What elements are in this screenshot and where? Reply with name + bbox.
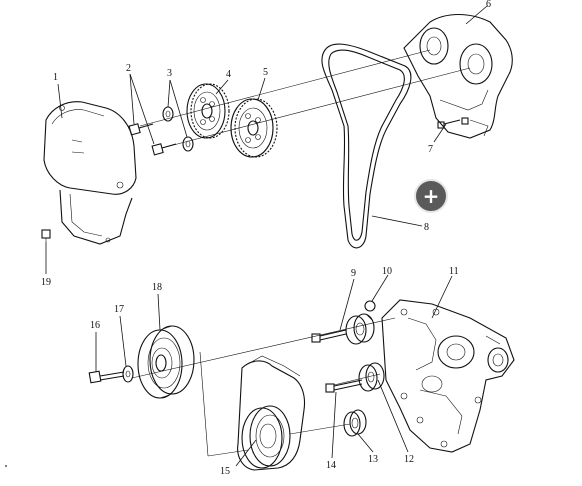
callout-2: 2	[126, 63, 131, 74]
belt-tensioner	[345, 300, 376, 345]
callout-11: 11	[449, 266, 459, 277]
callout-17: 17	[114, 304, 124, 315]
idler-bolt	[325, 379, 363, 393]
lower-timing-cover	[237, 355, 306, 471]
stray-mark	[5, 465, 7, 467]
upper-bolts	[128, 106, 194, 156]
alignment-axes	[131, 49, 471, 457]
upper-timing-cover	[43, 101, 137, 245]
timing-belt	[321, 43, 412, 249]
idler-pulley-lower	[343, 409, 367, 437]
callout-10: 10	[382, 266, 392, 277]
zoom-in-button[interactable]: +	[414, 179, 448, 213]
oil-pump-housing	[381, 299, 515, 453]
callout-1: 1	[53, 72, 58, 83]
rear-timing-cover	[403, 14, 513, 139]
callout-13: 13	[368, 454, 378, 465]
callout-4: 4	[226, 69, 231, 80]
crank-bolt-washer	[88, 365, 134, 384]
plus-icon: +	[423, 184, 440, 208]
small-bolt	[41, 229, 51, 242]
tensioner-bolt	[311, 329, 347, 343]
callout-18: 18	[152, 282, 162, 293]
camshaft-sprocket-intake	[186, 83, 230, 139]
callout-6: 6	[486, 0, 491, 10]
callout-8: 8	[424, 222, 429, 233]
leader-lines	[45, 5, 488, 467]
callout-15: 15	[220, 466, 230, 477]
callout-3: 3	[167, 68, 172, 79]
callout-9: 9	[351, 268, 356, 279]
callout-12: 12	[404, 454, 414, 465]
callout-5: 5	[263, 67, 268, 78]
idler-pulley-upper	[358, 362, 385, 392]
callout-14: 14	[326, 460, 336, 471]
callout-labels: 1 2 3 4 5 6 7 8 9 10 11 12 13 14 15 16 1…	[41, 0, 491, 477]
crankshaft-pulley	[137, 325, 195, 399]
callout-7: 7	[428, 144, 433, 155]
callout-19: 19	[41, 277, 51, 288]
callout-16: 16	[90, 320, 100, 331]
